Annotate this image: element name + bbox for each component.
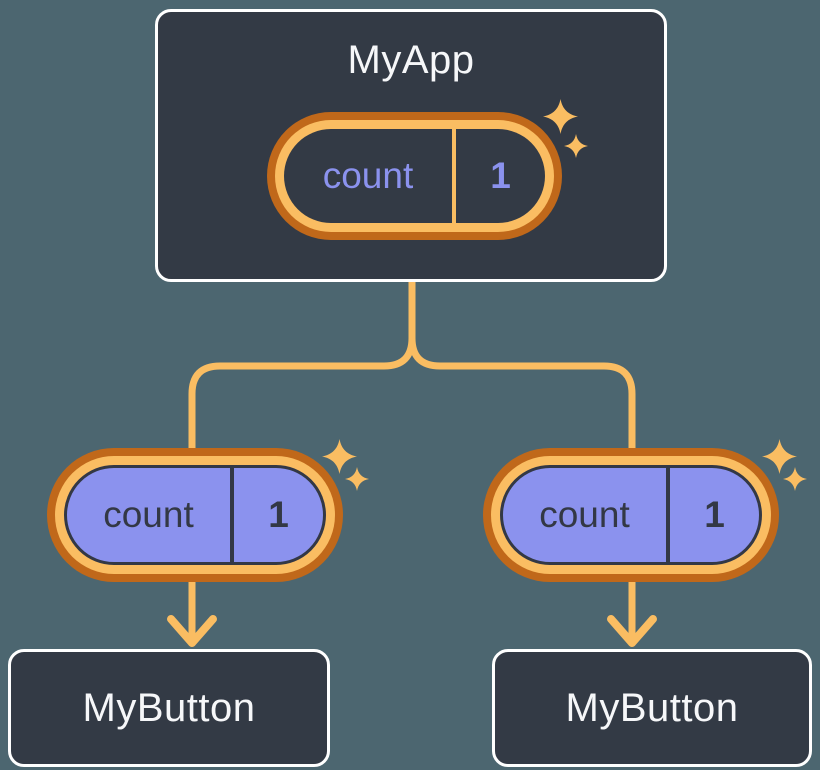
state-pill-divider xyxy=(666,468,670,562)
sparkle-icon xyxy=(564,134,588,158)
sparkle-icon xyxy=(322,439,357,474)
component-title: MyButton xyxy=(82,685,256,730)
connector-left-branch xyxy=(188,276,416,459)
component-node-mybutton-right: MyButton xyxy=(492,649,812,767)
state-pill-left-child: count 1 xyxy=(47,448,343,582)
state-value: 1 xyxy=(490,155,511,196)
state-pill-body: count 1 xyxy=(64,465,326,565)
connector-right-branch xyxy=(408,276,636,459)
state-name: count xyxy=(103,494,194,535)
state-value: 1 xyxy=(704,494,725,535)
component-title: MyButton xyxy=(565,685,739,730)
component-node-mybutton-left: MyButton xyxy=(8,649,330,767)
sparkle-icon xyxy=(543,99,578,134)
sparkle-icon xyxy=(762,439,797,474)
state-pill-body: count 1 xyxy=(284,129,545,223)
state-pill-divider xyxy=(230,468,234,562)
state-pill-ring: count 1 xyxy=(275,120,554,232)
state-pill-ring: count 1 xyxy=(491,456,771,574)
sparkle-icon xyxy=(783,467,807,491)
state-name: count xyxy=(539,494,630,535)
state-pill-divider xyxy=(452,129,456,223)
state-pill-root: count 1 xyxy=(267,112,562,240)
sparkle-icon xyxy=(345,467,369,491)
arrow-down-icon xyxy=(607,615,657,647)
state-name: count xyxy=(322,155,414,196)
state-value: 1 xyxy=(268,494,289,535)
component-title: MyApp xyxy=(347,38,475,82)
state-pill-right-child: count 1 xyxy=(483,448,779,582)
state-pill-body: count 1 xyxy=(500,465,762,565)
state-pill-ring: count 1 xyxy=(55,456,335,574)
arrow-down-icon xyxy=(167,615,217,647)
